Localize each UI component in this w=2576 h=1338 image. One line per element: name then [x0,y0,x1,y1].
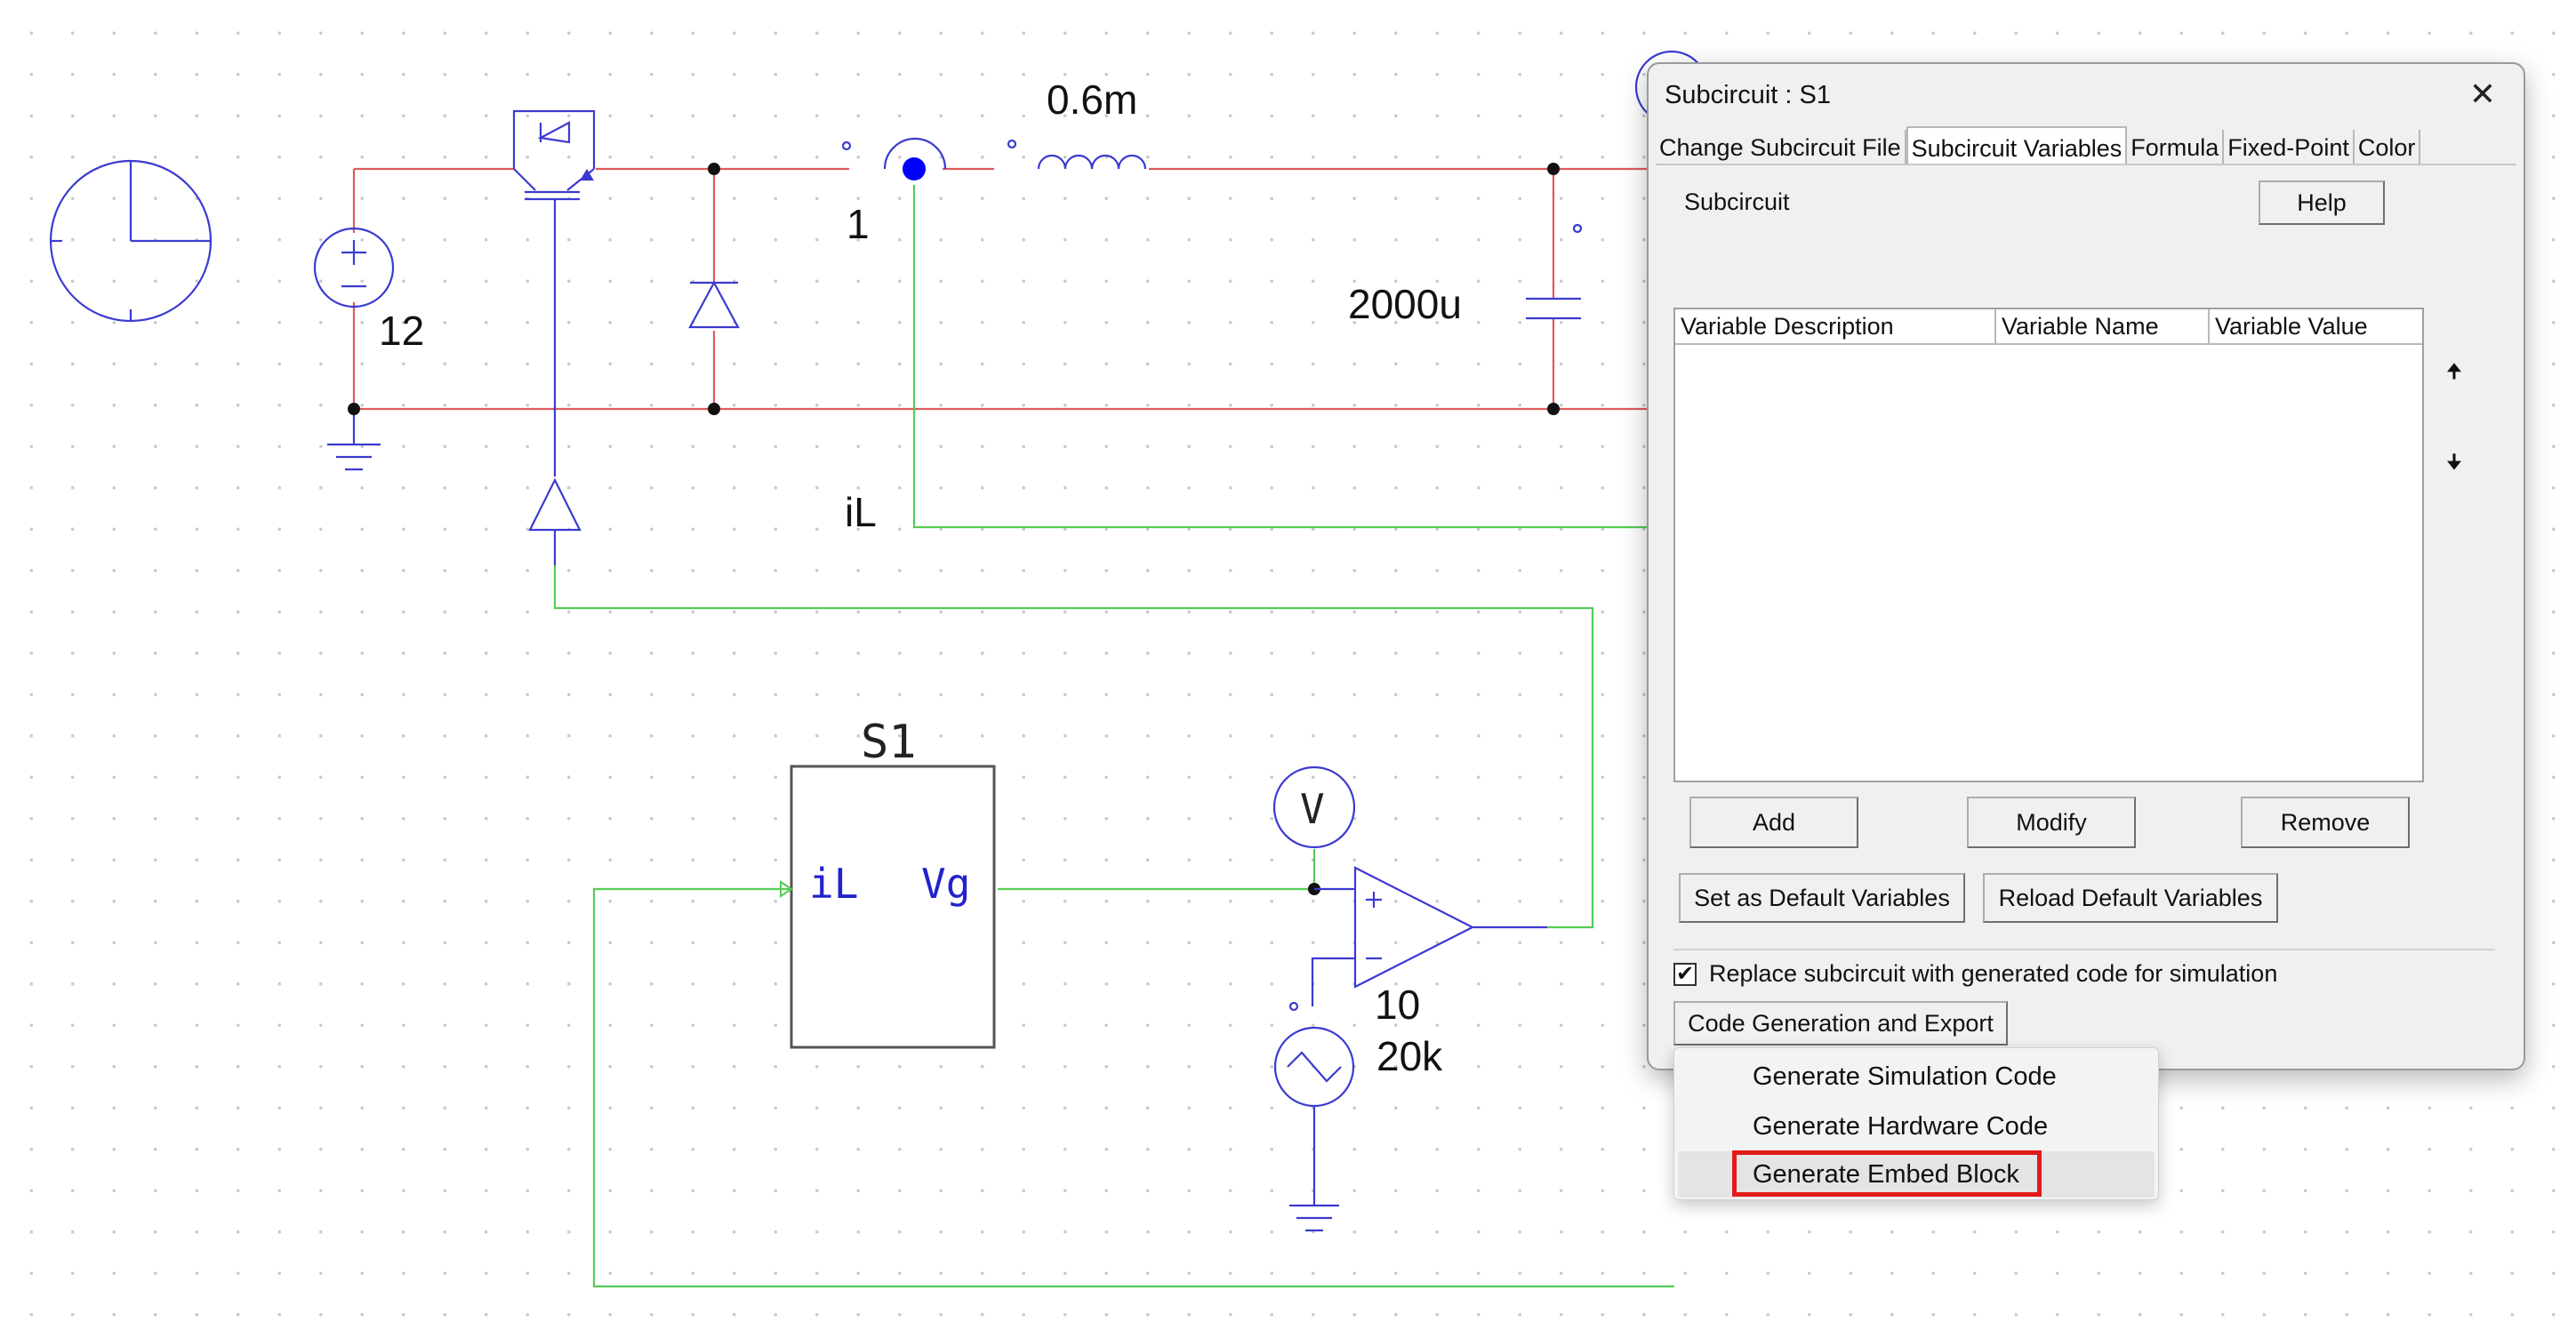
tab-subcircuit-variables[interactable]: Subcircuit Variables [1906,126,2128,165]
source-voltage-label: 12 [379,308,424,354]
close-icon[interactable]: ✕ [2468,76,2497,112]
dialog-titlebar[interactable]: Subcircuit : S1 [1649,64,2524,126]
control-wires [553,185,1675,1288]
menu-item-generate-simulation-code[interactable]: Generate Simulation Code [1753,1062,2057,1091]
ac-frequency-label: 20k [1376,1033,1443,1079]
dialog-title: Subcircuit : S1 [1665,80,1831,109]
column-variable-value[interactable]: Variable Value [2215,313,2368,340]
menu-item-generate-embed-block[interactable]: Generate Embed Block [1678,1151,2155,1198]
set-default-variables-button[interactable]: Set as Default Variables [1679,873,1965,923]
replace-subcircuit-label: Replace subcircuit with generated code f… [1709,960,2278,987]
current-label: iL [845,489,877,535]
tab-fixed-point[interactable]: Fixed-Point [2224,130,2355,165]
ac-source[interactable] [1273,1001,1355,1232]
tab-bar: Change Subcircuit File Subcircuit Variab… [1656,126,2421,165]
dc-voltage-source[interactable] [313,227,395,308]
tab-color[interactable]: Color [2355,130,2421,165]
igbt-switch[interactable] [512,109,596,477]
code-generation-menu: Generate Simulation Code Generate Hardwa… [1673,1047,2159,1200]
current-sensor[interactable] [841,137,947,180]
capacitance-label: 2000u [1348,281,1462,327]
table-header: Variable Description Variable Name Varia… [1675,309,2422,345]
clock-icon[interactable] [49,159,213,323]
subcircuit-label: Subcircuit [1684,188,1790,215]
voltmeter[interactable] [1272,765,1356,849]
current-sensor-gain-label: 1 [847,201,870,247]
freewheel-diode[interactable] [688,280,740,329]
modify-button[interactable]: Modify [1967,797,2136,848]
voltmeter-label: V [1300,785,1325,833]
replace-subcircuit-checkbox[interactable]: ✔ [1673,963,1697,986]
comparator[interactable] [1311,866,1547,1006]
subcircuit-port-vg: Vg [921,860,970,908]
move-up-arrow-icon[interactable]: 🠉 [2445,360,2463,382]
column-variable-name[interactable]: Variable Name [1996,309,2210,343]
ac-amplitude-label: 10 [1375,981,1420,1028]
add-button[interactable]: Add [1689,797,1858,848]
code-generation-export-button[interactable]: Code Generation and Export [1673,1001,2008,1046]
subcircuit-port-il: iL [809,860,858,908]
tab-change-subcircuit-file[interactable]: Change Subcircuit File [1656,130,1906,165]
tab-formula[interactable]: Formula [2127,130,2225,165]
move-down-arrow-icon[interactable]: 🠋 [2445,451,2463,473]
help-button[interactable]: Help [2259,180,2385,225]
power-wires [352,167,1647,411]
subcircuit-name-label: S1 [861,716,917,769]
inductor[interactable] [1007,139,1147,170]
subcircuit-block[interactable] [780,765,996,1049]
remove-button[interactable]: Remove [2241,797,2410,848]
divider [1673,949,2495,950]
menu-item-generate-hardware-code[interactable]: Generate Hardware Code [1753,1112,2049,1141]
gate-driver[interactable] [528,477,582,565]
column-variable-description[interactable]: Variable Description [1675,309,1996,343]
reload-default-variables-button[interactable]: Reload Default Variables [1983,873,2278,923]
variables-table[interactable]: Variable Description Variable Name Varia… [1673,308,2424,782]
inductance-label: 0.6m [1047,76,1137,123]
capacitor[interactable] [1526,223,1583,320]
ground-symbol [327,409,381,471]
